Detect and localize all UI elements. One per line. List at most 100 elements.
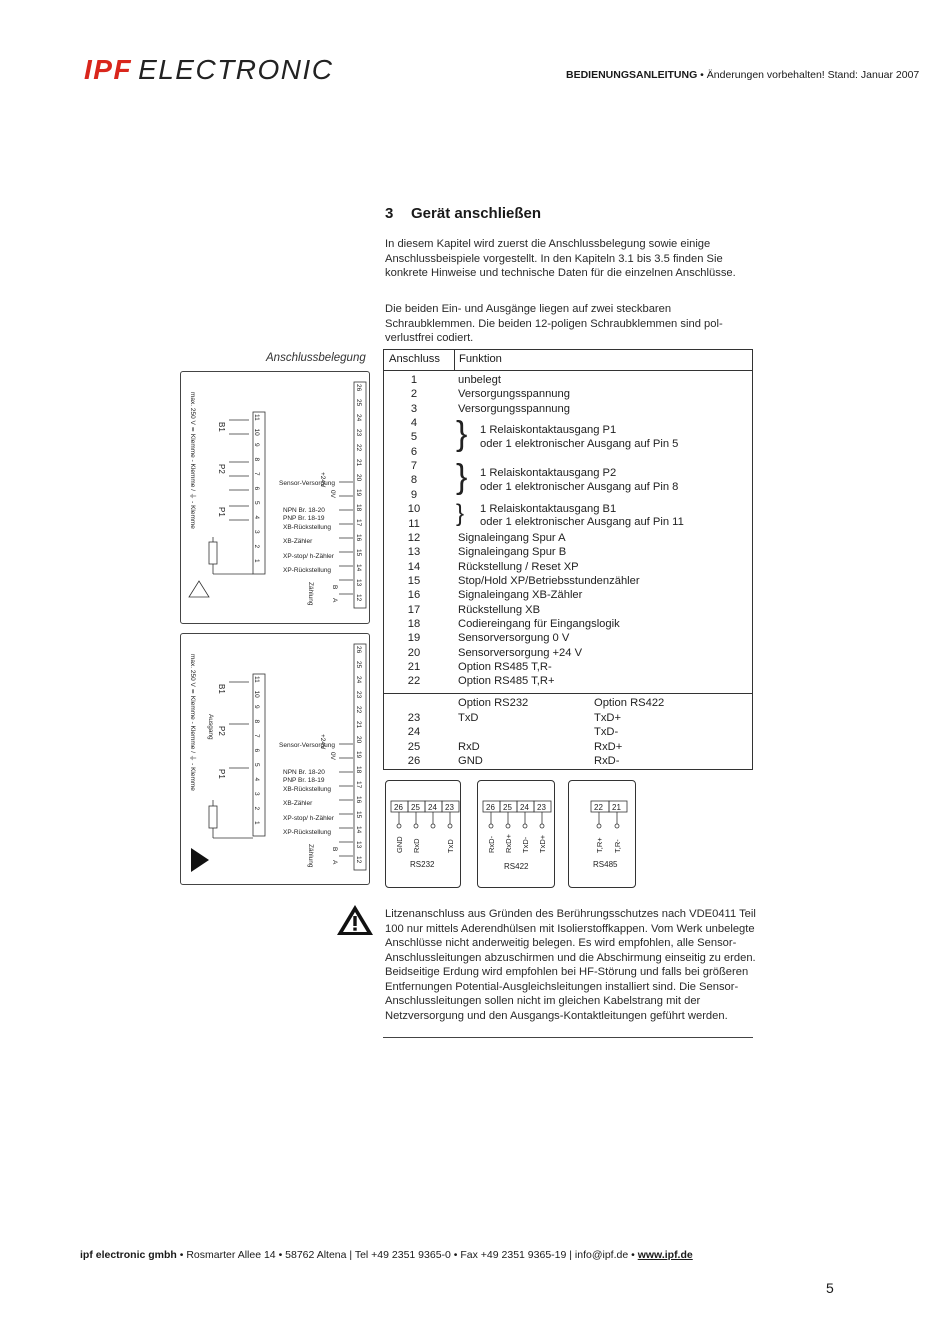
label-xpr-2: XP-Rückstellung	[283, 829, 331, 836]
pin-function: Versorgungsspannung	[458, 402, 570, 415]
arrow-icon	[191, 848, 209, 872]
group-line-1: 1 Relaiskontaktausgang P1	[480, 424, 617, 437]
pin-label: 24	[355, 414, 362, 422]
pin-label: 6	[253, 749, 260, 753]
opt-rs232: Option RS232	[458, 697, 529, 709]
relay-p2-2: P2	[217, 726, 226, 736]
group-line-2: oder 1 elektronischer Ausgang auf Pin 11	[480, 516, 684, 529]
label-xbr-2: XB-Rückstellung	[283, 786, 331, 793]
pin-terminal	[614, 823, 620, 829]
relay-p2-1: P2	[217, 464, 226, 474]
label-0v-1: 0V	[329, 490, 336, 499]
pin-label: 10	[253, 429, 260, 437]
pin-label: 22	[355, 444, 362, 452]
pin-number: 25	[407, 740, 421, 753]
label-npn-2: NPN Br. 18-20	[283, 769, 325, 776]
footer: ipf electronic gmbh • Rosmarter Allee 14…	[80, 1249, 693, 1261]
pin-label: 9	[253, 705, 260, 709]
rs232-signal: RxD	[458, 740, 480, 753]
label-b-2: B	[331, 847, 338, 851]
label-zaehlung-1: Zählung	[307, 582, 314, 606]
label-xpr-1: XP-Rückstellung	[283, 567, 331, 574]
label-pnp-1: PNP Br. 18-19	[283, 515, 325, 522]
wiring-diagram-1-svg: max. 250 V ≂ Klemme - Klemme / ⏚ - Klemm…	[188, 381, 367, 609]
label-sensor-1: Sensor-Versorgung	[279, 480, 335, 487]
pin-label: 8	[253, 720, 260, 724]
table-header: Anschluss Funktion	[384, 350, 752, 371]
pin-label: 19	[355, 489, 362, 497]
warning-divider	[383, 1037, 753, 1038]
pin-number: 26	[394, 803, 403, 812]
rs422-signal: RxD-	[594, 755, 620, 768]
pin-label: 11	[253, 676, 260, 683]
pin-label: 22	[355, 706, 362, 714]
pin-label: 18	[355, 766, 362, 774]
rs422-signal: RxD+	[594, 740, 623, 753]
pin-label: 6	[253, 487, 260, 491]
pin-number: 25	[411, 803, 420, 812]
pin-function: Option RS485 T,R+	[458, 675, 555, 688]
label-xbr-1: XB-Rückstellung	[283, 524, 331, 531]
pin-cell	[608, 800, 628, 813]
pin-function: Stop/Hold XP/Betriebsstundenzähler	[458, 574, 640, 587]
section-number: 3	[385, 205, 394, 222]
pin-number: 6	[410, 445, 418, 458]
pin-label: 17	[355, 519, 362, 527]
rs422-title: RS422	[504, 862, 529, 871]
footer-company: ipf electronic gmbh	[80, 1249, 177, 1261]
pin-number: 20	[407, 646, 421, 659]
pin-number: 23	[407, 712, 421, 724]
pin-number: 2	[410, 388, 418, 401]
label-sensor-2: Sensor-Versorgung	[279, 742, 335, 749]
warning-icon	[335, 903, 375, 942]
warning-text: Litzenanschluss aus Gründen des Berührun…	[385, 908, 756, 1022]
opt-rs422: Option RS422	[594, 697, 665, 709]
group-line-2: oder 1 elektronischer Ausgang auf Pin 8	[480, 481, 679, 494]
relay-p1-1: P1	[217, 507, 226, 517]
pin-signal: TxD+	[538, 834, 547, 853]
rs232-signal: TxD	[458, 712, 479, 724]
rs232-title: RS232	[410, 860, 435, 869]
pin-signal: TxD	[446, 839, 455, 853]
page-number: 5	[826, 1280, 834, 1296]
pin-label: 12	[355, 856, 362, 864]
pin-number: 15	[407, 574, 421, 587]
footer-web-link[interactable]: www.ipf.de	[637, 1249, 693, 1261]
col-anschluss: Anschluss	[389, 353, 440, 365]
pin-number: 16	[407, 589, 421, 602]
group-line-1: 1 Relaiskontaktausgang P2	[480, 467, 617, 480]
header-note: BEDIENUNGSANLEITUNG • Änderungen vorbeha…	[566, 69, 919, 81]
wiring-diagram-2-svg: max. 250 V ≂ Klemme - Klemme / ⏚ - Klemm…	[189, 643, 367, 872]
pin-label: 11	[253, 414, 260, 421]
group-brace: }	[456, 500, 465, 528]
pin-label: 13	[355, 841, 362, 849]
pin-label: 4	[253, 778, 260, 782]
pin-number: 4	[410, 417, 418, 430]
label-24v-1: +24V	[319, 472, 326, 488]
rs422-signal: TxD+	[594, 712, 622, 724]
pinout-caption: Anschlussbelegung	[266, 352, 366, 364]
pin-signal: T,R-	[613, 839, 622, 853]
label-24v-2: +24V	[319, 734, 326, 750]
pin-label: 16	[355, 534, 362, 542]
pin-label: 25	[355, 661, 362, 669]
pin-label: 3	[253, 530, 260, 534]
pin-label: 23	[355, 691, 362, 699]
group-brace: }	[456, 458, 468, 497]
relay-b1-2: B1	[217, 684, 226, 694]
pin-number: 23	[445, 803, 454, 812]
pin-terminal	[539, 823, 545, 829]
group-brace: }	[456, 415, 468, 454]
pin-label: 23	[355, 429, 362, 437]
pin-number: 22	[594, 803, 603, 812]
pin-label: 18	[355, 504, 362, 512]
pin-number: 26	[486, 803, 495, 812]
pin-number: 25	[503, 803, 512, 812]
pin-number: 7	[410, 460, 418, 473]
pin-signal: TxD-	[521, 836, 530, 853]
